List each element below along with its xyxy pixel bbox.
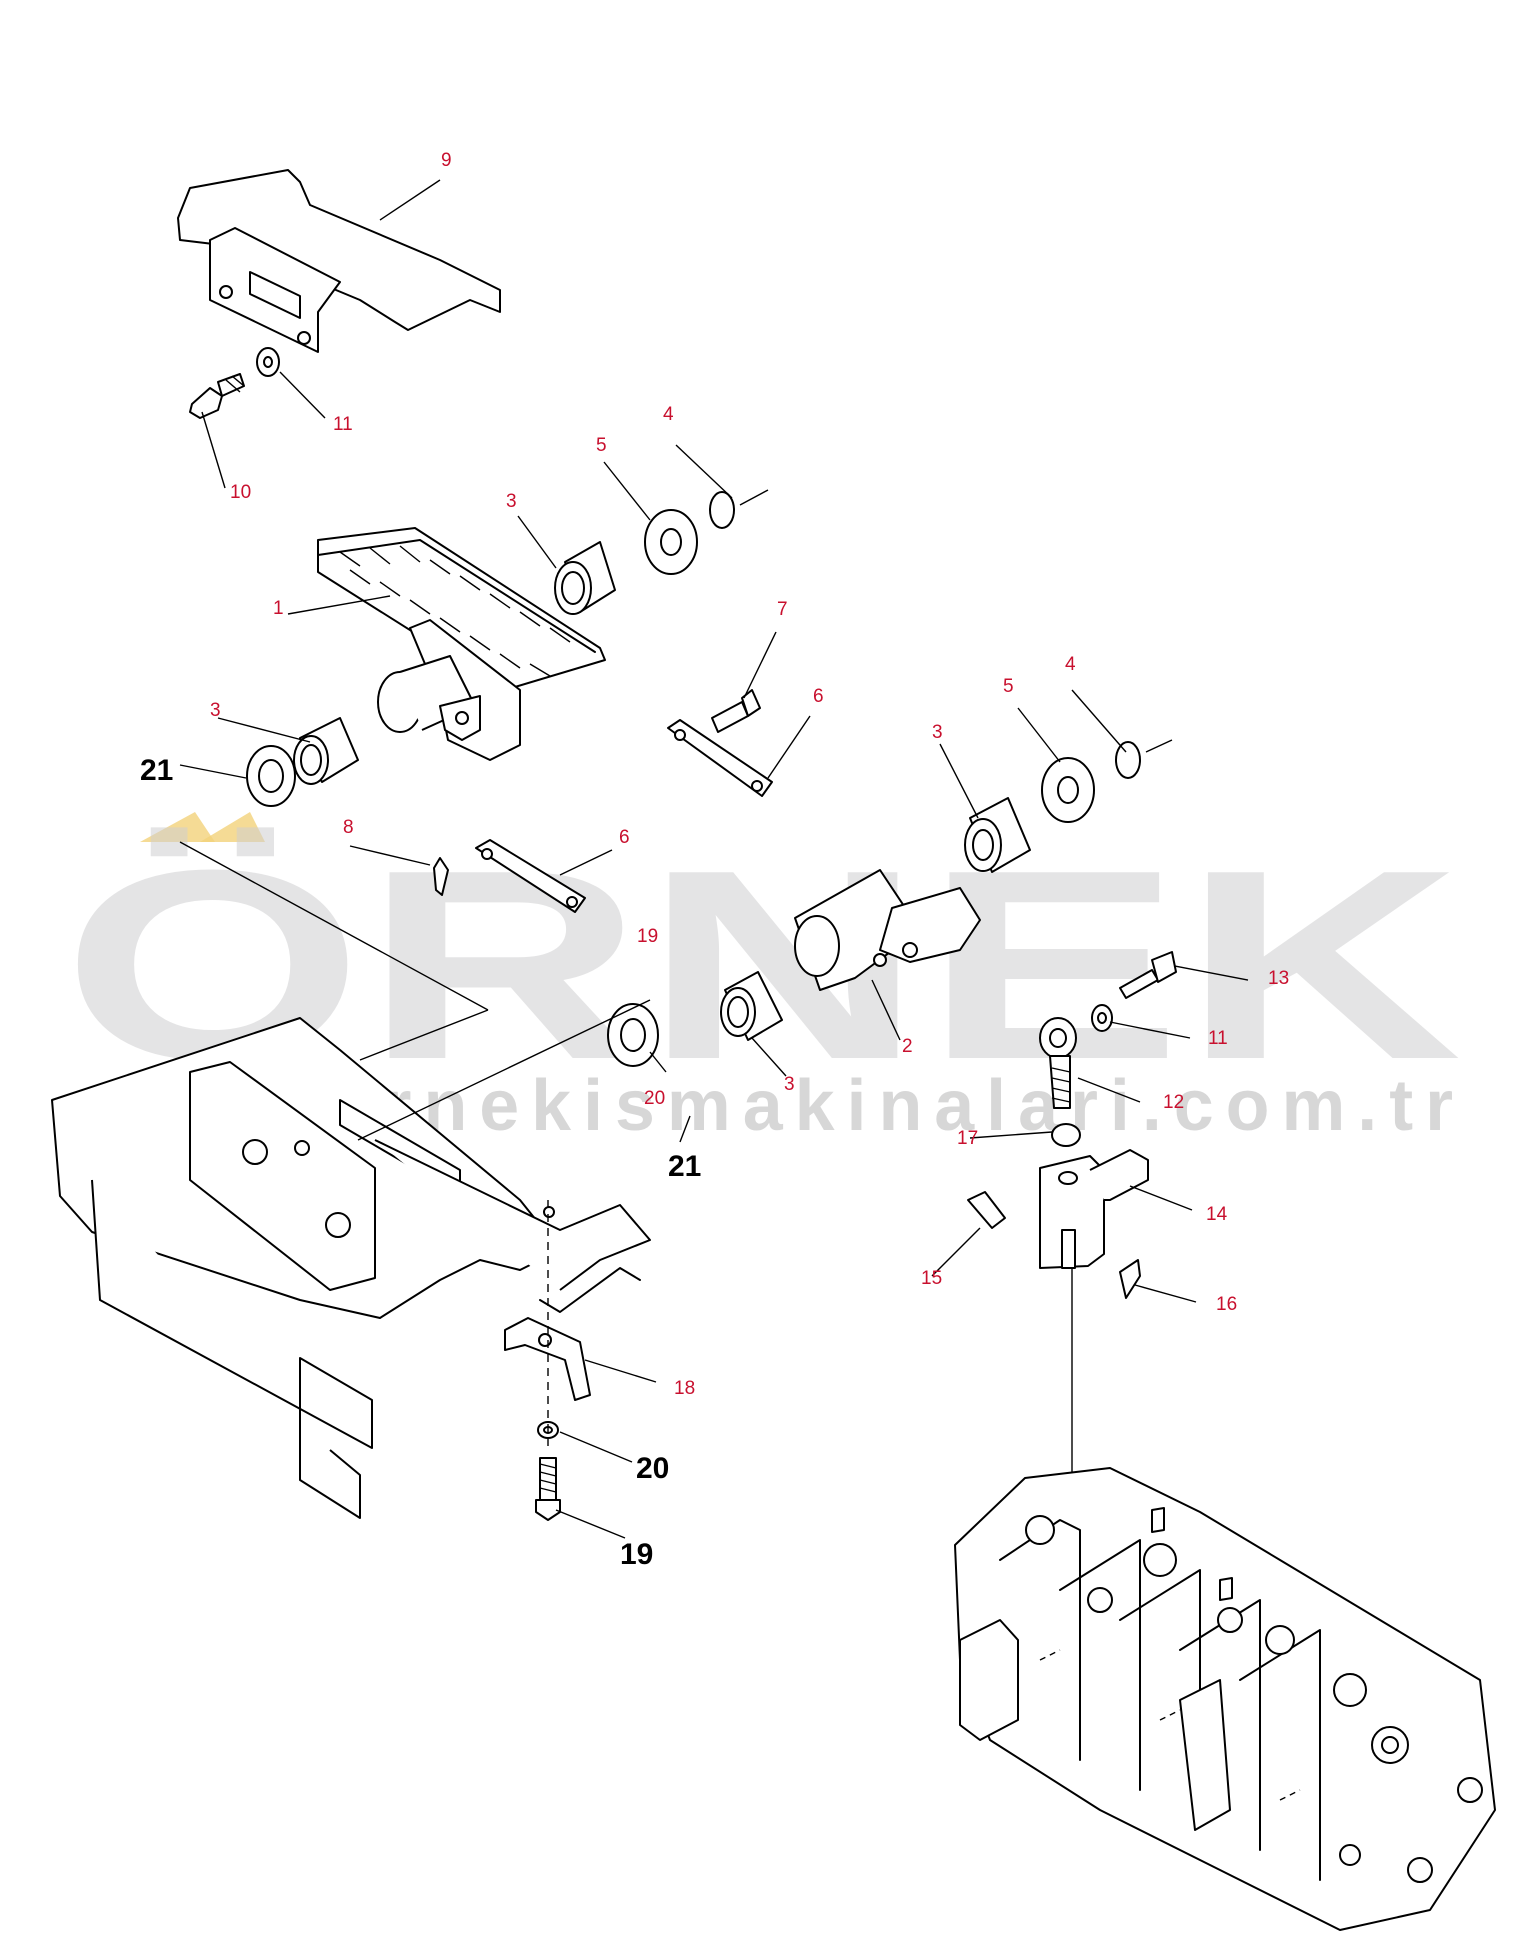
pedal-part-1	[317, 527, 606, 761]
callout-6-upper: 6	[813, 686, 824, 707]
callout-19-bottom: 19	[620, 1538, 653, 1571]
callout-3-right: 3	[932, 722, 943, 743]
rod-end-assembly	[967, 951, 1177, 1299]
callout-11-right: 11	[1208, 1028, 1228, 1049]
callout-2: 2	[902, 1036, 913, 1057]
bolt-and-washer-top	[189, 347, 280, 419]
leader-lines	[179, 179, 1249, 1539]
callout-6-lower: 6	[619, 827, 630, 848]
callout-11-top: 11	[333, 414, 353, 435]
callout-21-left: 21	[140, 754, 173, 787]
watermark-accent-right	[200, 812, 265, 842]
callout-5-top: 5	[596, 435, 607, 456]
bottom-bracket-and-bolt	[504, 1200, 591, 1521]
cover-part-9	[177, 169, 501, 353]
callout-16: 16	[1216, 1294, 1237, 1315]
callout-19-mid: 19	[637, 926, 658, 947]
callout-18: 18	[674, 1378, 695, 1399]
callout-8: 8	[343, 817, 354, 838]
callout-20-bottom: 20	[636, 1452, 669, 1485]
callout-14: 14	[1206, 1204, 1228, 1225]
mounting-frame	[51, 1017, 651, 1519]
callout-3-lower: 3	[784, 1074, 795, 1095]
callout-10: 10	[230, 482, 251, 503]
callout-7: 7	[777, 599, 788, 620]
callout-3-left: 3	[210, 700, 221, 721]
right-hinge-assembly	[607, 739, 1173, 1067]
callout-13: 13	[1268, 968, 1289, 989]
watermark-accent-left	[140, 812, 215, 842]
callout-4-right: 4	[1065, 654, 1076, 675]
callout-labels: 9 11 10 4 5 3 1 7 6 3 21 8 6 19 4 5 3 13…	[140, 150, 1289, 1571]
callout-3-top: 3	[506, 491, 517, 512]
callout-4-top: 4	[663, 404, 674, 425]
upper-bushing-group	[246, 489, 769, 807]
control-valve-block	[954, 1268, 1496, 1931]
callout-21-mid: 21	[668, 1150, 701, 1183]
callout-9: 9	[441, 150, 452, 171]
callout-12: 12	[1163, 1092, 1184, 1113]
linkage-plates	[433, 689, 773, 913]
callout-15: 15	[921, 1268, 942, 1289]
callout-5-right: 5	[1003, 676, 1014, 697]
callout-17: 17	[957, 1128, 978, 1149]
callout-20-mid: 20	[644, 1088, 665, 1109]
callout-1: 1	[273, 598, 284, 619]
